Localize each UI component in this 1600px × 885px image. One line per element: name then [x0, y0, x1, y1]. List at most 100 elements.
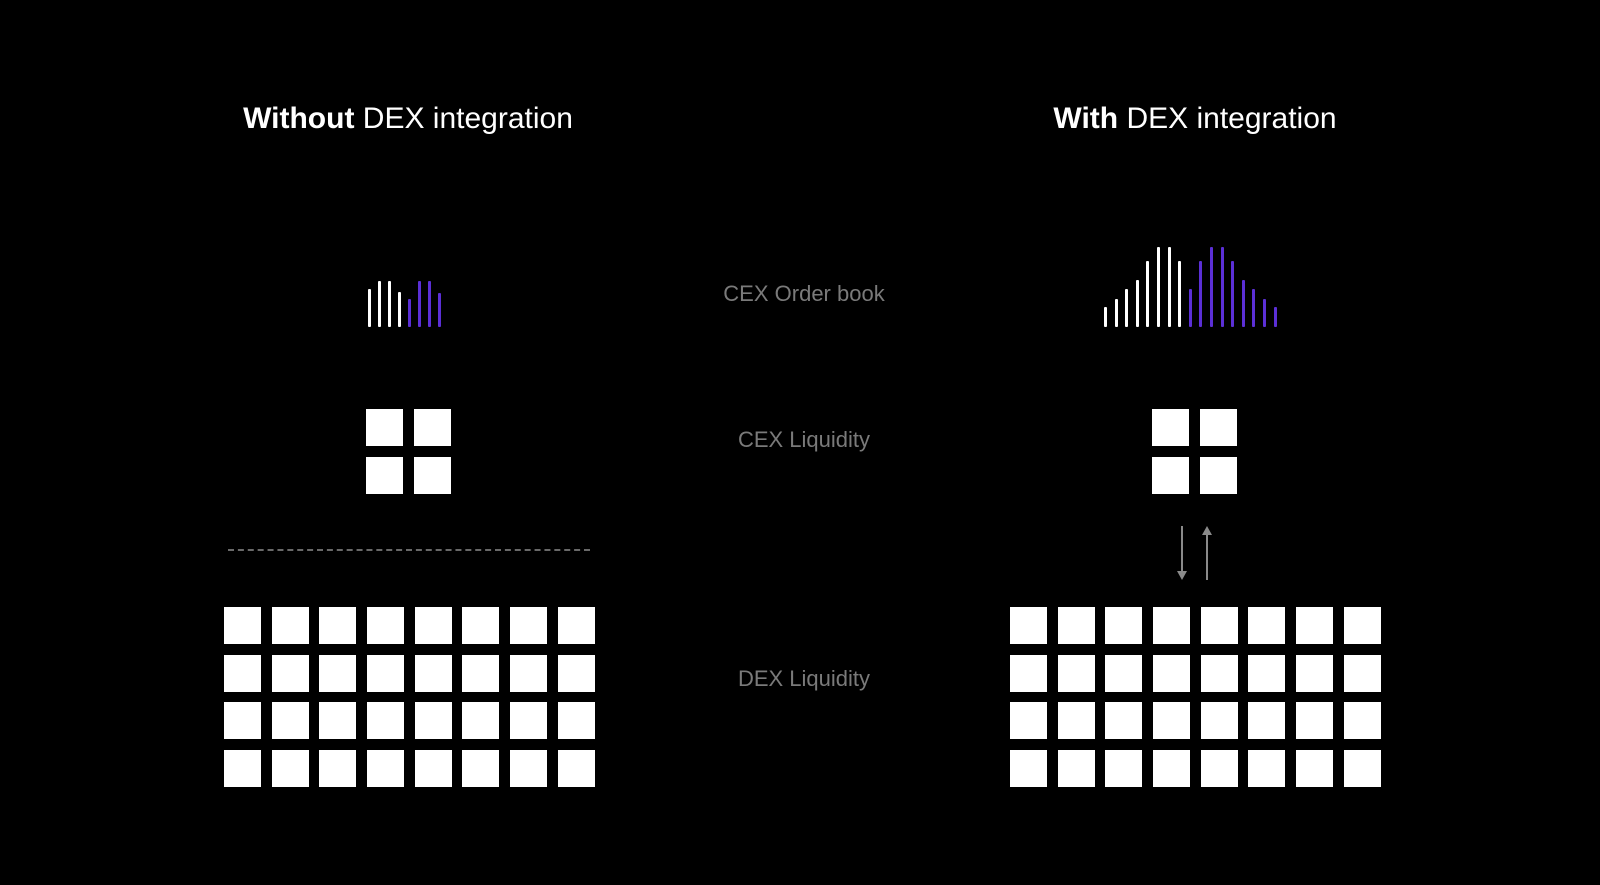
- cex-liquidity-block: [414, 457, 451, 494]
- ask-depth-bar: [1231, 261, 1235, 327]
- dex-liquidity-block: [319, 749, 357, 787]
- cex-liquidity-blocks-with: [1152, 409, 1237, 494]
- dex-liquidity-block: [1343, 702, 1381, 740]
- dex-liquidity-block: [414, 702, 452, 740]
- bid-depth-bar: [1146, 261, 1150, 327]
- dex-liquidity-block: [1105, 749, 1143, 787]
- dex-liquidity-blocks-with: [1010, 607, 1381, 787]
- order-book-depth-without: [368, 247, 441, 327]
- dex-liquidity-block: [1153, 702, 1191, 740]
- dex-liquidity-block: [1343, 607, 1381, 644]
- cex-liquidity-block: [1152, 409, 1189, 446]
- dex-liquidity-block: [510, 702, 548, 740]
- heading-with-rest: DEX integration: [1118, 102, 1337, 135]
- ask-depth-bar: [438, 293, 441, 327]
- dex-liquidity-block: [1248, 654, 1286, 692]
- bid-depth-bar: [1104, 307, 1107, 327]
- dex-liquidity-block: [1248, 607, 1286, 644]
- dex-liquidity-block: [462, 654, 500, 692]
- arrow-down-icon: [1177, 526, 1187, 580]
- dex-liquidity-block: [224, 749, 261, 787]
- dex-liquidity-block: [1343, 654, 1381, 692]
- dex-liquidity-block: [367, 749, 405, 787]
- dex-liquidity-block: [1200, 749, 1238, 787]
- dex-liquidity-block: [1153, 749, 1191, 787]
- heading-with-dex: With DEX integration: [1053, 102, 1336, 136]
- dex-liquidity-block: [557, 702, 595, 740]
- bid-depth-bar: [1167, 247, 1171, 327]
- dex-liquidity-block: [1010, 749, 1047, 787]
- dex-liquidity-block: [462, 702, 500, 740]
- dex-liquidity-block: [1010, 702, 1047, 740]
- dex-liquidity-block: [462, 607, 500, 644]
- ask-depth-bar: [428, 280, 431, 327]
- bid-depth-bar: [1135, 279, 1139, 327]
- heading-without-dex: Without DEX integration: [243, 102, 573, 136]
- dex-liquidity-block: [271, 702, 309, 740]
- dex-liquidity-block: [367, 702, 405, 740]
- cex-liquidity-block: [1200, 457, 1237, 494]
- arrow-up-icon: [1202, 526, 1212, 580]
- dex-liquidity-block: [319, 702, 357, 740]
- disconnected-separator: [228, 549, 590, 551]
- dex-liquidity-block: [224, 607, 261, 644]
- ask-depth-bar: [1273, 307, 1277, 327]
- dex-liquidity-blocks-without: [224, 607, 595, 787]
- dex-liquidity-block: [1105, 654, 1143, 692]
- dex-liquidity-block: [1010, 607, 1047, 644]
- dex-liquidity-block: [414, 607, 452, 644]
- cex-liquidity-block: [1200, 409, 1237, 446]
- dex-liquidity-block: [462, 749, 500, 787]
- dex-liquidity-block: [557, 749, 595, 787]
- dex-liquidity-block: [1153, 607, 1191, 644]
- dex-liquidity-block: [1200, 607, 1238, 644]
- bid-depth-bar: [398, 291, 401, 327]
- dex-liquidity-block: [1010, 654, 1047, 692]
- bid-depth-bar: [368, 289, 371, 327]
- dex-liquidity-block: [271, 749, 309, 787]
- dex-liquidity-block: [1057, 749, 1095, 787]
- dex-liquidity-block: [1296, 607, 1334, 644]
- label-cex-order-book: CEX Order book: [723, 281, 885, 306]
- dex-liquidity-block: [557, 654, 595, 692]
- bid-depth-bar: [388, 280, 391, 327]
- bid-depth-bar: [1125, 289, 1129, 327]
- dex-liquidity-block: [510, 607, 548, 644]
- cex-liquidity-block: [1152, 457, 1189, 494]
- cex-liquidity-block: [366, 409, 403, 446]
- dex-liquidity-block: [1296, 654, 1334, 692]
- dex-liquidity-block: [414, 654, 452, 692]
- dex-liquidity-block: [1248, 749, 1286, 787]
- dex-liquidity-block: [1296, 749, 1334, 787]
- dex-liquidity-block: [1343, 749, 1381, 787]
- dex-liquidity-block: [319, 607, 357, 644]
- cex-liquidity-block: [366, 457, 403, 494]
- dex-liquidity-block: [1296, 702, 1334, 740]
- dex-liquidity-block: [414, 749, 452, 787]
- bid-depth-bar: [378, 280, 381, 327]
- dex-liquidity-block: [224, 654, 261, 692]
- dex-liquidity-block: [319, 654, 357, 692]
- bid-depth-bar: [1114, 299, 1118, 327]
- ask-depth-bar: [1188, 289, 1192, 327]
- dex-liquidity-block: [557, 607, 595, 644]
- dex-liquidity-block: [1057, 702, 1095, 740]
- cex-liquidity-blocks-without: [366, 409, 451, 494]
- ask-depth-bar: [1262, 299, 1266, 327]
- ask-depth-bar: [418, 280, 421, 327]
- ask-depth-bar: [1199, 261, 1203, 327]
- dex-liquidity-block: [1057, 607, 1095, 644]
- label-cex-liquidity: CEX Liquidity: [737, 427, 871, 452]
- ask-depth-bar: [408, 299, 411, 327]
- dex-liquidity-block: [1200, 702, 1238, 740]
- order-book-depth-with: [1104, 247, 1277, 327]
- dex-liquidity-block: [271, 607, 309, 644]
- dex-liquidity-block: [510, 749, 548, 787]
- dex-liquidity-block: [1057, 654, 1095, 692]
- dex-liquidity-block: [367, 654, 405, 692]
- dex-liquidity-block: [1105, 702, 1143, 740]
- dex-liquidity-block: [1248, 702, 1286, 740]
- ask-depth-bar: [1209, 247, 1213, 327]
- dex-liquidity-block: [367, 607, 405, 644]
- heading-without-rest: DEX integration: [354, 102, 573, 135]
